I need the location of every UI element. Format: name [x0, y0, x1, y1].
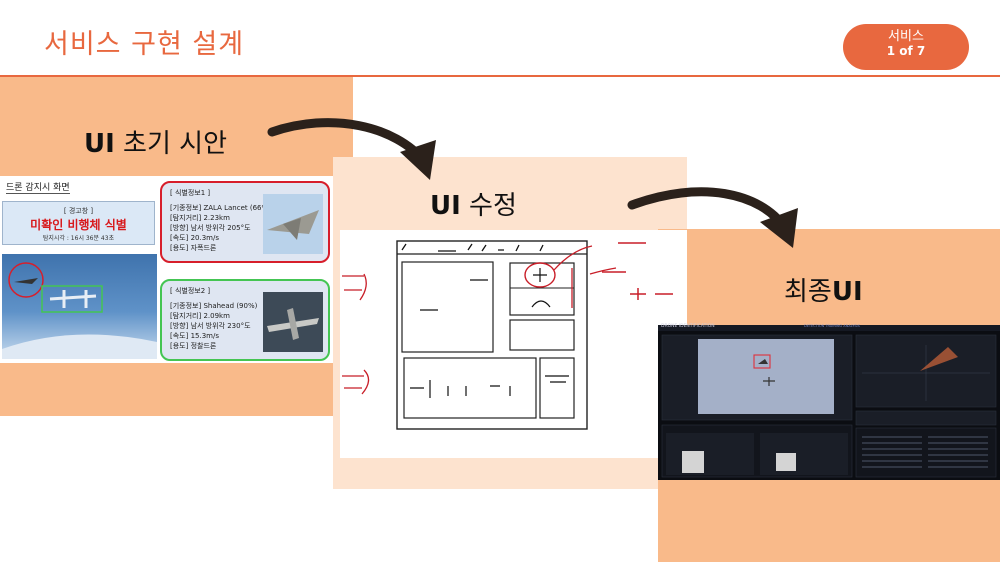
detection-circle [8, 262, 44, 298]
card-info-line: [기종정보] Shahead (90%) [170, 302, 258, 310]
alert-label: [ 경고창 ] [63, 207, 94, 215]
stage-title-strong: UI [831, 277, 863, 307]
final-ui-screenshot: DRONE IDENTIFICATION DETECTION TRAINING … [658, 324, 1000, 480]
card-info-line: [용도] 정찰드론 [170, 342, 217, 350]
stage-title-revision: UI 수정 [430, 185, 517, 222]
final-brand: DRONE IDENTIFICATION [661, 324, 715, 329]
drone-photo [263, 194, 323, 254]
ground-shape [2, 334, 157, 359]
card-info-line: [탐지거리] 2.09km [170, 312, 230, 320]
camera-feed [2, 254, 157, 359]
initial-ui-screenshot: 드론 감지시 화면 [ 경고창 ] 미확인 비행체 식별 탐지시각 : 16시 … [0, 176, 333, 363]
alert-title: 미확인 비행체 식별 [30, 218, 127, 232]
card-info-line: [방향] 남서 방위각 230°도 [170, 322, 251, 330]
camera-feed-drawing [2, 262, 157, 359]
final-ui-drawing [661, 334, 997, 478]
card-info-line: [속도] 20.3m/s [170, 234, 219, 242]
identification-card-1: [ 식별정보1 ] [기종정보] ZALA Lancet (66%) [탐지거리… [160, 181, 330, 263]
alert-box: [ 경고창 ] 미확인 비행체 식별 탐지시각 : 16시 36분 43초 [2, 201, 155, 245]
card-info-line: [용도] 자폭드론 [170, 244, 217, 252]
card-header: [ 식별정보2 ] [170, 287, 211, 295]
card-info-line: [기종정보] ZALA Lancet (66%) [170, 204, 271, 212]
stage-title-strong: UI [430, 191, 461, 221]
card-info-line: [방향] 남서 방위각 205°도 [170, 224, 251, 232]
card-info: [기종정보] Shahead (90%) [탐지거리] 2.09km [방향] … [170, 301, 257, 351]
card-info-line: [속도] 15.3m/s [170, 332, 219, 340]
title-divider [0, 75, 1000, 77]
stage-title-rest: 초기 시안 [114, 129, 228, 159]
detection-box [41, 285, 103, 313]
card-info-line: [탐지거리] 2.23km [170, 214, 230, 222]
card-info: [기종정보] ZALA Lancet (66%) [탐지거리] 2.23km [… [170, 203, 271, 253]
screen-caption: 드론 감지시 화면 [6, 180, 70, 194]
stage-title-final: 최종UI [784, 271, 863, 308]
stage-title-strong: UI [84, 129, 115, 159]
final-nav-links: DETECTION TRAINING ANALYSIS [804, 324, 860, 328]
stage-title-initial: UI 초기 시안 [84, 123, 227, 160]
card-header: [ 식별정보1 ] [170, 189, 211, 197]
final-topbar [658, 325, 1000, 331]
wireframe-sketch [340, 230, 687, 458]
badge-section-name: 서비스 [888, 29, 924, 44]
stage-title-rest: 수정 [460, 191, 517, 221]
identification-card-2: [ 식별정보2 ] [기종정보] Shahead (90%) [탐지거리] 2.… [160, 279, 330, 361]
alert-time: 탐지시각 : 16시 36분 43초 [42, 235, 115, 242]
drone-photo [263, 292, 323, 352]
drone-silhouette [14, 278, 38, 284]
badge-page-count: 1 of 7 [886, 43, 926, 58]
section-badge: 서비스 1 of 7 [843, 24, 969, 70]
stage-title-prefix: 최종 [784, 277, 832, 307]
slide-title: 서비스 구현 설계 [44, 29, 245, 60]
sketch-drawing [342, 240, 673, 430]
drone-silhouette [49, 290, 97, 308]
